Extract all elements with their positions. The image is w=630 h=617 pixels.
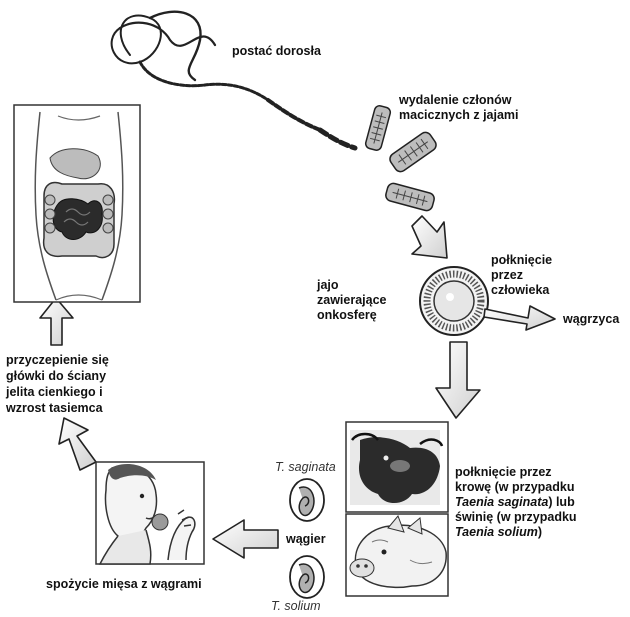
label-t-saginata: T. saginata	[275, 460, 336, 474]
label-eating-meat: spożycie mięsa z wągrami	[46, 577, 202, 591]
label-expelled-segments-2: macicznych z jajami	[399, 108, 519, 122]
cysticercus-icon	[289, 478, 325, 599]
label-attachment-3: jelita cienkiego i	[5, 385, 103, 399]
label-expelled-segments-1: wydalenie członów	[398, 93, 512, 107]
species-labels: T. saginata T. solium	[271, 460, 336, 613]
abdomen-intestines-icon	[13, 104, 141, 303]
cycle-arrow-icon	[39, 215, 556, 559]
label-animal-ingestion-3-rest: ) lub	[548, 495, 575, 509]
label-human-ingestion-2: przez	[491, 268, 523, 282]
label-species-solium: Taenia solium	[455, 525, 538, 539]
label-attachment-4: wzrost tasiemca	[5, 401, 104, 415]
label-animal-ingestion-2: krowę (w przypadku	[455, 480, 574, 494]
label-egg-1: jajo	[316, 278, 339, 292]
label-attachment-2: główki do ściany	[6, 369, 106, 383]
proglottid-icon	[364, 105, 437, 212]
diagram-labels: postać dorosła wydalenie członów maciczn…	[5, 44, 620, 591]
label-attachment-1: przyczepienie się	[6, 353, 109, 367]
cow-icon	[345, 421, 449, 513]
label-cysticercosis: wągrzyca	[562, 312, 620, 326]
label-cysticercus: wągier	[285, 532, 326, 546]
label-animal-ingestion-4: świnię (w przypadku	[455, 510, 577, 524]
tapeworm-icon	[110, 10, 358, 151]
label-animal-ingestion-1: połknięcie przez	[455, 465, 552, 479]
label-animal-ingestion-5-rest: )	[538, 525, 542, 539]
person-eating-icon	[95, 461, 205, 565]
label-animal-ingestion-5: Taenia solium)	[455, 525, 542, 539]
label-adult-form: postać dorosła	[232, 44, 322, 58]
pig-icon	[345, 513, 449, 597]
label-species-saginata: Taenia saginata	[455, 495, 548, 509]
label-t-solium: T. solium	[271, 599, 321, 613]
label-animal-ingestion-3: Taenia saginata) lub	[455, 495, 575, 509]
egg-icon	[419, 266, 489, 336]
label-human-ingestion-3: człowieka	[491, 283, 550, 297]
label-egg-2: zawierające	[317, 293, 387, 307]
label-egg-3: onkosferę	[317, 308, 377, 322]
label-human-ingestion-1: połknięcie	[491, 253, 552, 267]
